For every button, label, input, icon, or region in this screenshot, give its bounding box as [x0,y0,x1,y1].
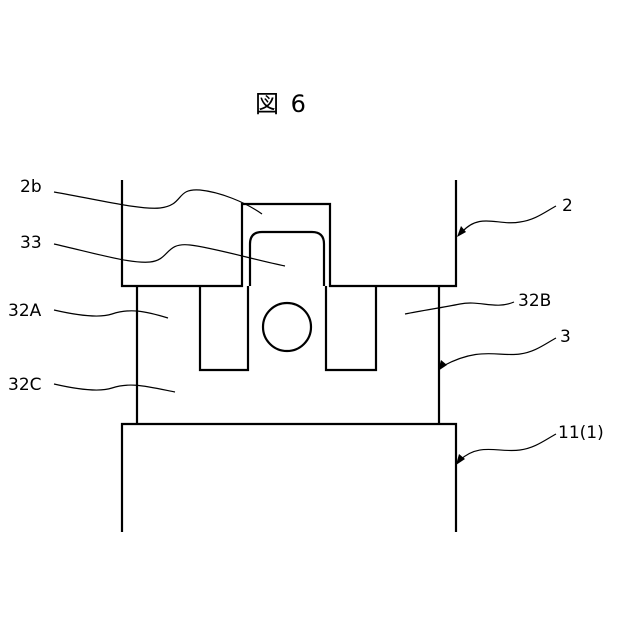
leader-32C [54,384,175,392]
figure-title: 図 6 [255,90,308,118]
lower-member-outline [122,424,456,532]
leader-32A [54,310,168,318]
arrowhead-2 [457,226,466,237]
label-3: 3 [560,327,571,347]
label-2: 2 [562,196,573,216]
pin-circle [263,303,311,351]
label-32A: 32A [8,301,42,321]
leader-3 [443,338,556,366]
leader-11 [460,434,556,460]
protrusion-33-outline [250,232,324,286]
label-2b: 2b [20,177,42,197]
leader-32B [405,302,514,314]
label-32C: 32C [8,375,42,395]
label-11: 11(1) [558,423,604,443]
leader-2 [462,206,556,232]
right-slot-outline [326,286,376,370]
leader-2b [54,190,262,214]
arrowhead-11 [456,454,465,465]
left-slot-outline [200,286,248,370]
label-32B: 32B [518,291,551,311]
label-33: 33 [20,233,42,253]
